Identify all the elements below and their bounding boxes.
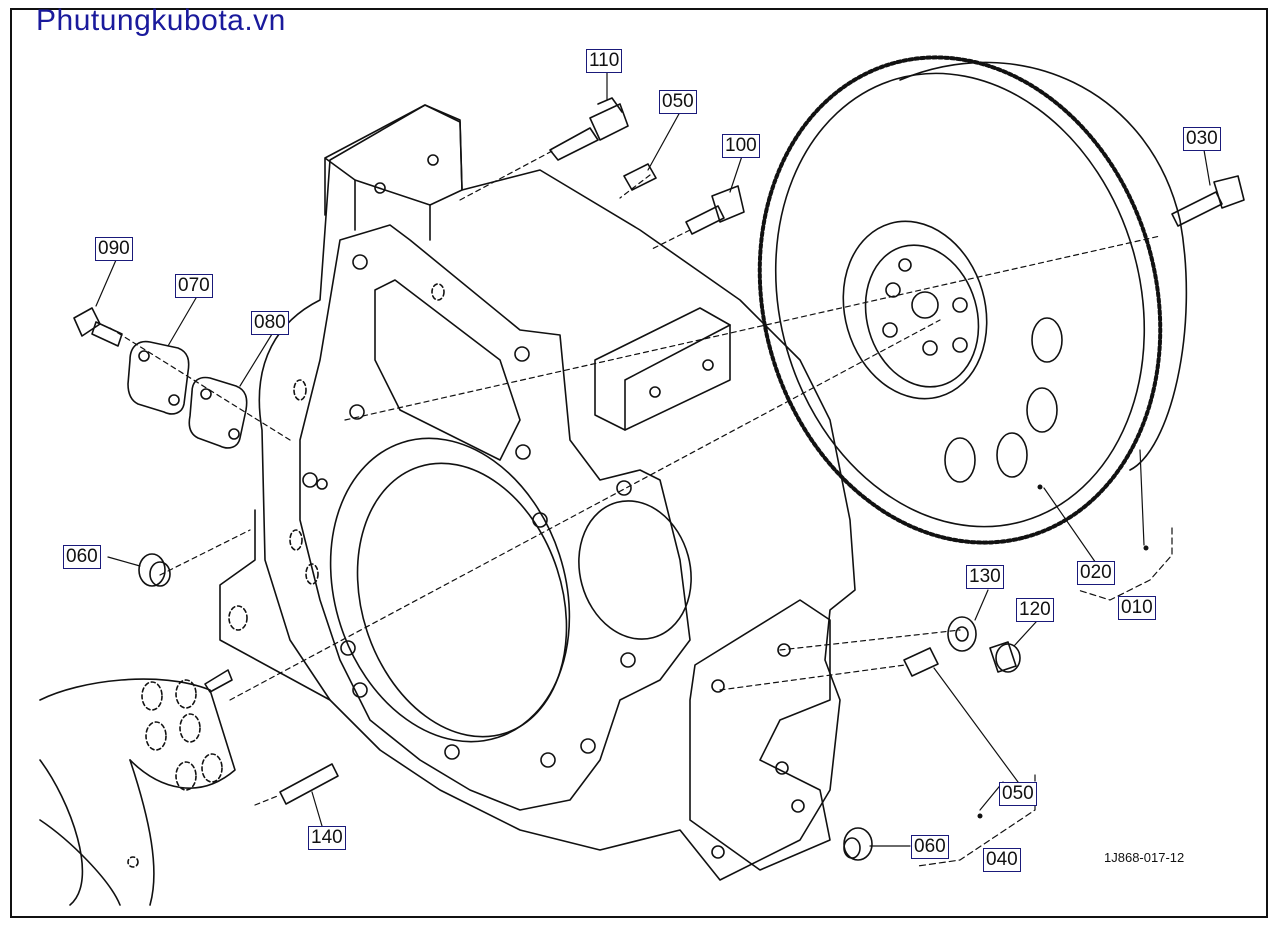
stud-140 [279, 763, 339, 805]
plug-060-left [138, 553, 171, 587]
callout-050-lower[interactable]: 050 [999, 782, 1037, 806]
cover-plate-070 [127, 340, 190, 415]
callout-leaders [95, 71, 1211, 847]
callout-110[interactable]: 110 [586, 49, 623, 73]
crankshaft [39, 669, 236, 906]
diagram-reference-code: 1J868-017-12 [1104, 850, 1185, 865]
callout-030[interactable]: 030 [1183, 127, 1221, 151]
bolt-120 [989, 641, 1021, 673]
callout-070[interactable]: 070 [175, 274, 213, 298]
site-watermark: Phutungkubota.vn [36, 4, 286, 37]
callout-040[interactable]: 040 [983, 848, 1021, 872]
callout-130[interactable]: 130 [966, 565, 1004, 589]
plug-060-lower [843, 827, 873, 861]
callout-010[interactable]: 010 [1118, 596, 1156, 620]
bolt-100 [685, 185, 745, 235]
diagram-frame [10, 8, 1268, 918]
callout-120[interactable]: 120 [1016, 598, 1054, 622]
callout-060-left[interactable]: 060 [63, 545, 101, 569]
group-brackets [917, 527, 1173, 867]
flywheel [757, 55, 1188, 545]
callout-050-upper[interactable]: 050 [659, 90, 697, 114]
bolt-030 [1171, 175, 1245, 227]
callout-090[interactable]: 090 [95, 237, 133, 261]
gasket-080 [188, 376, 248, 449]
callout-140[interactable]: 140 [308, 826, 346, 850]
callout-060-lower[interactable]: 060 [911, 835, 949, 859]
pin-050-lower [903, 647, 939, 677]
flywheel-housing [219, 104, 856, 881]
callout-100[interactable]: 100 [722, 134, 760, 158]
assembly-centerlines [109, 149, 1161, 806]
bolt-110 [549, 97, 629, 161]
bolt-090 [73, 307, 123, 347]
pin-050-upper [623, 163, 657, 191]
washer-130 [947, 616, 977, 652]
callout-080[interactable]: 080 [251, 311, 289, 335]
callout-020[interactable]: 020 [1077, 561, 1115, 585]
